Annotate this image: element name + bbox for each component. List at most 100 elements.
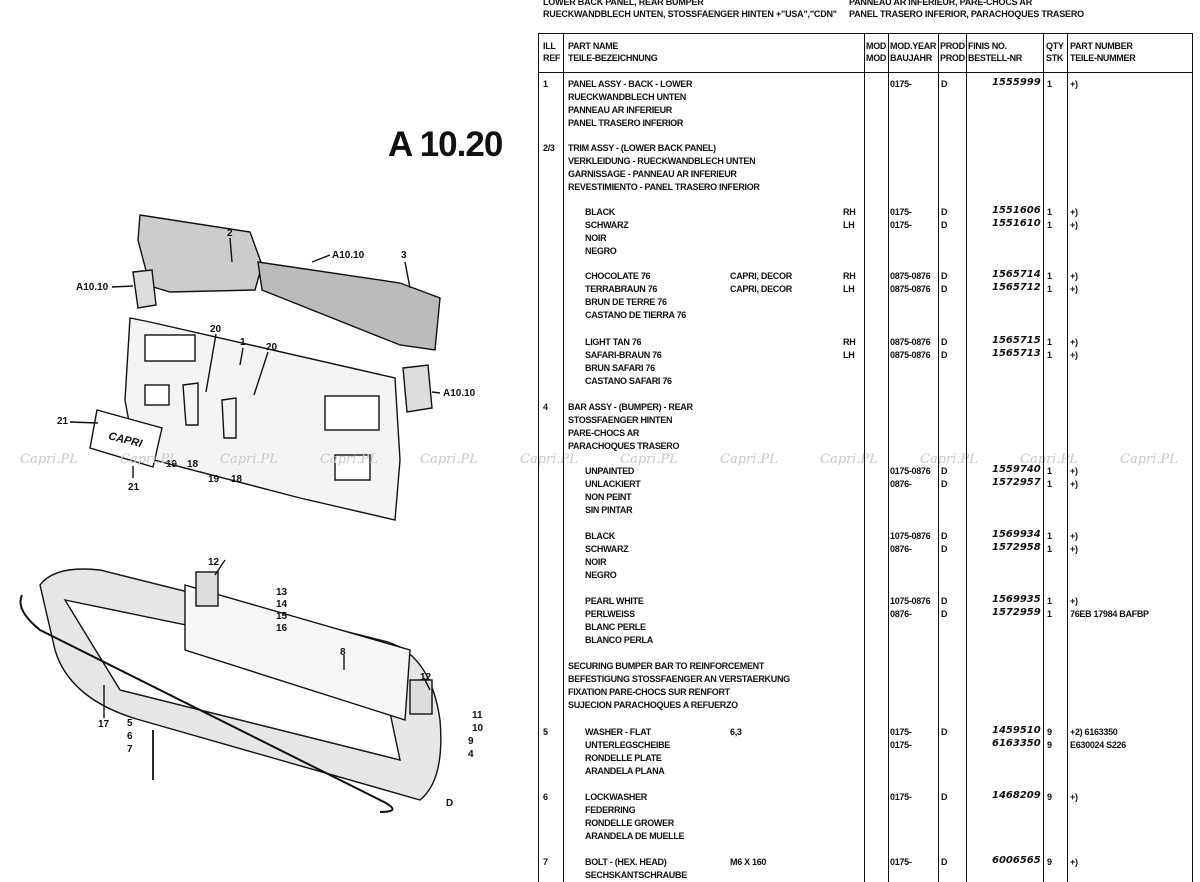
part-name-line: VERKLEIDUNG - RUECKWANDBLECH UNTEN <box>568 155 756 166</box>
prod-code: D <box>941 727 948 737</box>
finis-number: 1565713 <box>992 347 1041 359</box>
quantity: 1 <box>1047 79 1052 89</box>
finis-number: 1565714 <box>992 269 1041 280</box>
finis-number: 1565712 <box>992 281 1041 293</box>
prod-code: D <box>941 531 948 541</box>
callout-19b: 19 <box>208 474 220 485</box>
prod-code: D <box>941 283 948 294</box>
mod-year: 0876- <box>890 543 912 554</box>
part-number: +) <box>1070 857 1078 867</box>
watermark-text: Capri.PL <box>320 452 378 467</box>
part-name-line: NON PEINT <box>585 491 632 502</box>
callout-21a: 21 <box>57 416 69 427</box>
bracket-left <box>132 269 157 309</box>
table-header-rule <box>538 72 1192 73</box>
quantity: 1 <box>1047 283 1052 294</box>
callout-4: 4 <box>468 749 474 760</box>
part-name-line: RUECKWANDBLECH UNTEN <box>568 91 686 102</box>
prod-code: D <box>941 596 948 606</box>
callout-20b: 20 <box>266 342 278 353</box>
part-name-line: PEARL WHITE <box>585 596 644 606</box>
col-finis: FINIS NO.BESTELL-NR <box>968 41 1022 63</box>
part-name-line: BRUN SAFARI 76 <box>585 362 655 373</box>
part-name-line: TERRABRAUN 76 <box>585 283 658 294</box>
exploded-parts-diagram: 2 3 A10.10 A10.10 A10.10 1 20 20 21 21 1… <box>19 214 484 813</box>
side-indicator: RH <box>843 271 856 281</box>
part-name-line: ARANDELA DE MUELLE <box>585 830 685 841</box>
part-name-line: SAFARI-BRAUN 76 <box>585 349 662 360</box>
mod-year: 0876- <box>890 478 912 489</box>
part-name-line: SIN PINTAR <box>585 504 633 515</box>
part-number: +) <box>1070 219 1078 230</box>
model-note: 6,3 <box>730 727 742 737</box>
prod-code: D <box>941 337 948 347</box>
finis-number: 1572957 <box>992 476 1041 488</box>
quantity: 1 <box>1047 608 1052 619</box>
section-code: A 10.20 <box>388 125 503 164</box>
finis-number: 1569934 <box>992 529 1041 540</box>
trim-panel-3 <box>257 261 441 351</box>
ill-ref: 2/3 <box>543 143 555 153</box>
watermark-text: Capri.PL <box>220 452 278 467</box>
part-name-line: CASTANO SAFARI 76 <box>585 375 672 386</box>
prod-code: D <box>941 466 948 476</box>
mod-year: 1075-0876 <box>890 531 931 541</box>
mod-year: 0175- <box>890 79 912 89</box>
mod-year: 0875-0876 <box>890 271 931 281</box>
quantity: 1 <box>1047 337 1052 347</box>
callout-10: 10 <box>472 723 484 734</box>
finis-number: 1459510 <box>992 725 1041 736</box>
mod-year: 0875-0876 <box>890 283 931 294</box>
callout-12a: 12 <box>208 557 220 568</box>
part-name-line: TRIM ASSY - (LOWER BACK PANEL) <box>568 143 716 153</box>
ref-a1010-right: A10.10 <box>443 388 476 399</box>
callout-8: 8 <box>340 647 346 658</box>
corner-label: D <box>446 798 453 809</box>
bracket-right <box>402 364 433 413</box>
header-left: LOWER BACK PANEL, REAR BUMPER RUECKWANDB… <box>543 0 837 20</box>
part-name-line: UNLACKIERT <box>585 478 641 489</box>
mod-year: 0175- <box>890 857 912 867</box>
side-indicator: LH <box>843 283 855 294</box>
part-name-line: SUJECION PARACHOQUES A REFUERZO <box>568 699 738 710</box>
part-name-line: BLANCO PERLA <box>585 634 653 645</box>
header-title-en: LOWER BACK PANEL, REAR BUMPER <box>543 0 704 7</box>
part-name-line: PARACHOQUES TRASERO <box>568 440 680 451</box>
part-name-line: FEDERRING <box>585 804 636 815</box>
part-number: +) <box>1070 349 1078 360</box>
callout-18b: 18 <box>231 474 243 485</box>
prod-code: D <box>941 219 948 230</box>
part-name-line: STOSSFAENGER HINTEN <box>568 414 673 425</box>
part-name-line: BLANC PERLE <box>585 621 646 632</box>
part-name-line: BOLT - (HEX. HEAD) <box>585 857 667 867</box>
model-note: CAPRI, DECOR <box>730 271 792 281</box>
finis-number: 6163350 <box>992 737 1041 749</box>
watermark-text: Capri.PL <box>1120 452 1178 467</box>
callout-11: 11 <box>472 710 483 721</box>
part-name-line: NEGRO <box>585 245 617 256</box>
mod-year: 0875-0876 <box>890 349 931 360</box>
part-name-line: UNTERLEGSCHEIBE <box>585 739 671 750</box>
ill-ref: 7 <box>543 857 548 867</box>
part-name-line: BLACK <box>585 207 615 217</box>
part-number: E630024 S226 <box>1070 739 1126 750</box>
side-indicator: LH <box>843 349 855 360</box>
finis-number: 1565715 <box>992 335 1041 346</box>
quantity: 9 <box>1047 792 1052 802</box>
watermark-text: Capri.PL <box>1020 452 1078 467</box>
quantity: 1 <box>1047 531 1052 541</box>
part-name-line: ARANDELA PLANA <box>585 765 665 776</box>
quantity: 1 <box>1047 219 1052 230</box>
finis-number: 1572958 <box>992 541 1041 553</box>
part-name-line: PANNEAU AR INFERIEUR <box>568 104 673 115</box>
finis-number: 1551606 <box>992 205 1041 216</box>
mod-year: 0175- <box>890 739 912 750</box>
quantity: 9 <box>1047 727 1052 737</box>
prod-code: D <box>941 857 948 867</box>
mod-year: 1075-0876 <box>890 596 931 606</box>
prod-code: D <box>941 79 948 89</box>
